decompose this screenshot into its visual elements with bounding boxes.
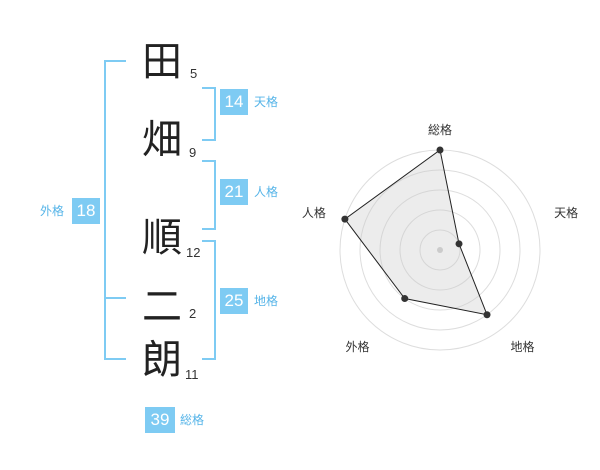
radar-axis-label-5: 人格 [302, 205, 326, 220]
radar-data-polygon [344, 149, 488, 316]
chikaku-bracket [202, 240, 216, 360]
radar-point-3 [483, 311, 491, 319]
radar-point-5 [341, 215, 349, 223]
stroke-count-2: 9 [189, 145, 197, 160]
radar-grid-ring [379, 189, 501, 311]
tenkaku-label: 天格 [254, 95, 279, 109]
radar-grid-ring [359, 169, 521, 331]
name-char-1: 田 [142, 39, 182, 85]
radar-axis-label-1: 総格 [428, 122, 452, 137]
radar-center-dot [437, 247, 443, 253]
radar-axis-label-3: 地格 [511, 339, 535, 354]
radar-point-4 [401, 295, 409, 303]
jinkaku-bracket [202, 160, 216, 230]
radar-point-2 [455, 240, 463, 248]
chikaku-label: 地格 [254, 294, 279, 308]
soukaku-label: 総格 [180, 413, 205, 427]
name-char-3: 順 [142, 215, 182, 261]
stroke-count-3: 12 [186, 245, 201, 260]
gaikaku-badge: 18 [72, 198, 100, 224]
radar-points [341, 146, 491, 319]
name-char-2: 畑 [142, 117, 182, 163]
gaikaku-bracket-divider [104, 297, 126, 299]
name-char-4: 二 [142, 284, 182, 330]
radar-axis-label-2: 天格 [554, 205, 578, 220]
radar-grid-ring [419, 229, 461, 271]
name-char-5: 朗 [142, 337, 182, 383]
jinkaku-badge: 21 [220, 179, 248, 205]
radar-grid-ring [399, 209, 481, 291]
jinkaku-label: 人格 [254, 185, 279, 199]
soukaku-badge: 39 [145, 407, 175, 433]
tenkaku-badge: 14 [220, 89, 248, 115]
radar-axis-label-4: 外格 [345, 339, 369, 354]
stroke-count-1: 5 [190, 66, 198, 81]
gaikaku-label: 外格 [40, 204, 65, 218]
stroke-count-4: 2 [189, 306, 197, 321]
gaikaku-bracket [104, 60, 126, 360]
chikaku-badge: 25 [220, 288, 248, 314]
radar-point-1 [436, 146, 444, 154]
radar-grid [339, 149, 541, 351]
tenkaku-bracket [202, 87, 216, 141]
stroke-count-5: 11 [185, 367, 199, 382]
